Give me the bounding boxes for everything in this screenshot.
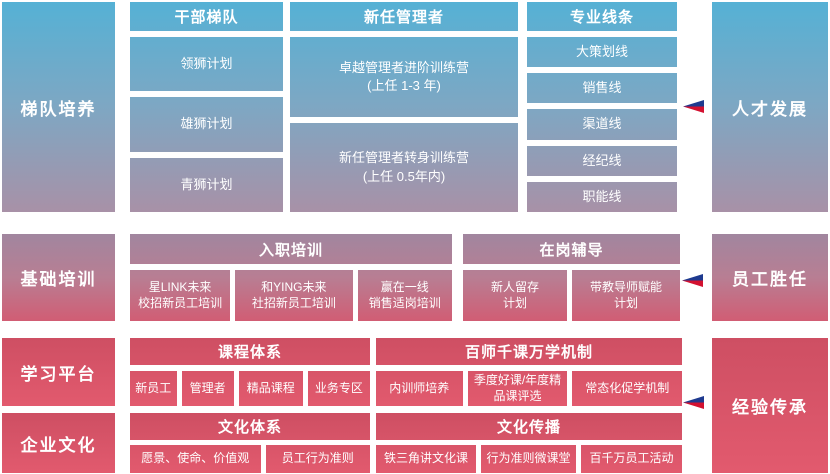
side-label-experience-inheritance: 经验传承 xyxy=(712,338,828,473)
divider xyxy=(527,67,677,74)
divider xyxy=(527,31,677,37)
side-label-basic-training: 基础培训 xyxy=(2,234,115,321)
course-item: 业务专区 xyxy=(314,380,363,395)
divider xyxy=(376,365,682,371)
line-item: 经纪线 xyxy=(582,152,622,168)
block-culture-system: 文化体系 愿景、使命、价值观 员工行为准则 xyxy=(130,413,370,473)
side-label-corporate-culture: 企业文化 xyxy=(2,413,115,473)
divider xyxy=(376,440,682,445)
column-header: 新任管理者 xyxy=(363,9,444,26)
block-header: 文化体系 xyxy=(217,419,282,436)
column-cadre-echelon: 干部梯队 领狮计划 雄狮计划 青狮计划 xyxy=(130,2,283,212)
mechanism-item: 内训师培养 xyxy=(389,380,450,395)
items-row: 愿景、使命、价值观 员工行为准则 xyxy=(130,445,370,473)
side-label-echelon-training: 梯队培养 xyxy=(2,2,115,212)
training-item: 星LINK未来 校招新员工培训 xyxy=(138,279,223,310)
block-onjob-coaching: 在岗辅导 新人留存 计划 带教导师赋能 计划 xyxy=(463,234,680,321)
training-item: 和YING未来 社招新员工培训 xyxy=(251,279,336,310)
course-item: 新员工 xyxy=(135,380,172,395)
arrow-left-icon xyxy=(683,396,704,409)
divider xyxy=(130,31,283,37)
camp-item: 卓越管理者进阶训练营 (上任 1-3 年) xyxy=(338,59,469,93)
divider xyxy=(462,371,468,406)
mechanism-item: 常态化促学机制 xyxy=(585,380,670,395)
divider xyxy=(290,31,518,37)
block-onboarding-training: 入职培训 星LINK未来 校招新员工培训 和YING未来 社招新员工培训 赢在一… xyxy=(130,234,452,321)
items-row: 星LINK未来 校招新员工培训 和YING未来 社招新员工培训 赢在一线 销售适… xyxy=(130,270,452,321)
plan-item: 领狮计划 xyxy=(180,56,233,72)
divider xyxy=(176,371,182,406)
training-item: 赢在一线 销售适岗培训 xyxy=(368,279,441,310)
block-course-system: 课程体系 新员工 管理者 精品课程 业务专区 xyxy=(130,338,370,406)
divider xyxy=(233,371,239,406)
divider xyxy=(527,103,677,110)
arrow-left-icon xyxy=(682,274,703,287)
divider xyxy=(527,175,677,182)
divider xyxy=(130,91,283,98)
plan-item: 新人留存 计划 xyxy=(491,279,540,310)
items-row: 内训师培养 季度好课/年度精品课评选 常态化促学机制 xyxy=(376,371,682,406)
camp-item: 新任管理者转身训练营 (上任 0.5年内) xyxy=(338,150,469,184)
course-item: 精品课程 xyxy=(246,380,295,395)
culture-item: 铁三角讲文化课 xyxy=(383,451,468,466)
divider xyxy=(475,445,481,473)
culture-item: 员工行为准则 xyxy=(281,451,354,466)
line-item: 职能线 xyxy=(582,188,622,204)
block-header: 百师千课万学机制 xyxy=(464,344,593,361)
items-row: 铁三角讲文化课 行为准则微课堂 百千万员工活动 xyxy=(376,445,682,473)
course-item: 管理者 xyxy=(189,380,226,395)
divider xyxy=(352,270,358,321)
arrow-left-icon xyxy=(683,100,704,113)
block-header: 文化传播 xyxy=(496,419,561,436)
divider xyxy=(130,365,370,371)
mechanism-item: 季度好课/年度精品课评选 xyxy=(473,372,562,403)
block-header: 入职培训 xyxy=(258,241,323,259)
divider xyxy=(260,445,266,473)
culture-item: 愿景、使命、价值观 xyxy=(141,451,250,466)
line-item: 大策划线 xyxy=(575,44,628,59)
block-learning-mechanism: 百师千课万学机制 内训师培养 季度好课/年度精品课评选 常态化促学机制 xyxy=(376,338,682,406)
line-item: 渠道线 xyxy=(582,116,622,132)
block-header: 课程体系 xyxy=(217,344,282,361)
items-row: 新人留存 计划 带教导师赋能 计划 xyxy=(463,270,680,321)
block-header: 在岗辅导 xyxy=(539,241,604,259)
column-header: 专业线条 xyxy=(569,9,634,26)
side-label-learning-platform: 学习平台 xyxy=(2,338,115,406)
column-professional-lines: 专业线条 大策划线 销售线 渠道线 经纪线 职能线 xyxy=(527,2,677,212)
column-new-managers: 新任管理者 卓越管理者进阶训练营 (上任 1-3 年) 新任管理者转身训练营 (… xyxy=(290,2,518,212)
divider xyxy=(130,440,370,445)
divider xyxy=(130,151,283,158)
side-label-employee-competence: 员工胜任 xyxy=(712,234,828,321)
plan-item: 雄狮计划 xyxy=(180,116,233,132)
plan-item: 青狮计划 xyxy=(180,176,233,192)
divider xyxy=(576,445,582,473)
line-item: 销售线 xyxy=(582,80,622,96)
divider xyxy=(130,264,452,270)
plan-item: 带教导师赋能 计划 xyxy=(590,279,663,310)
culture-item: 百千万员工活动 xyxy=(589,451,674,466)
block-culture-spread: 文化传播 铁三角讲文化课 行为准则微课堂 百千万员工活动 xyxy=(376,413,682,473)
side-label-talent-development: 人才发展 xyxy=(712,2,828,212)
divider xyxy=(567,371,573,406)
culture-item: 行为准则微课堂 xyxy=(486,451,571,466)
divider xyxy=(290,117,518,123)
column-header: 干部梯队 xyxy=(174,9,239,26)
divider xyxy=(302,371,308,406)
divider xyxy=(527,139,677,146)
divider xyxy=(230,270,236,321)
divider xyxy=(463,264,680,270)
items-row: 新员工 管理者 精品课程 业务专区 xyxy=(130,371,370,406)
divider xyxy=(567,270,573,321)
